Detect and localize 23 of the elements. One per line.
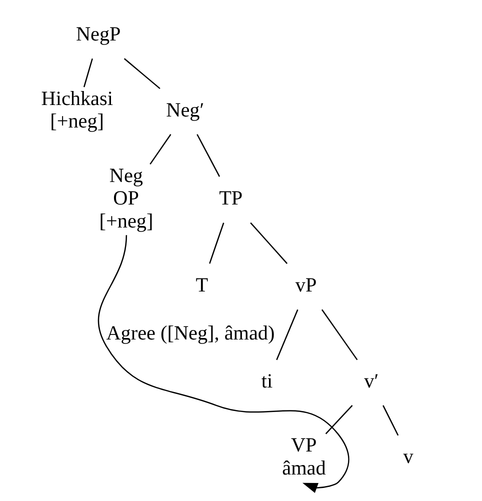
connector — [196, 134, 220, 177]
connector — [208, 222, 224, 264]
connector — [123, 58, 160, 90]
connector — [149, 134, 171, 165]
node-text: v — [402, 446, 413, 468]
connector — [276, 309, 298, 360]
node-text: NegP — [75, 24, 120, 46]
node-text: ti — [260, 370, 272, 392]
node-text: Neg′ — [166, 99, 204, 122]
connector — [250, 222, 288, 264]
connector — [324, 405, 352, 434]
node-text: TP — [218, 188, 242, 210]
node-text: Hichkasi [+neg] — [40, 88, 112, 133]
node-text: T — [195, 274, 208, 297]
edge-label: Agree ([Neg], âmad) — [106, 322, 274, 344]
node-text: Neg OP [+neg] — [98, 164, 153, 232]
node-text: VP âmad — [282, 434, 326, 480]
node-text: vP — [294, 274, 316, 297]
arrow — [98, 235, 349, 493]
connector — [382, 405, 398, 436]
connector — [82, 58, 92, 88]
connector — [320, 309, 358, 360]
node-text: v′ — [364, 370, 378, 392]
